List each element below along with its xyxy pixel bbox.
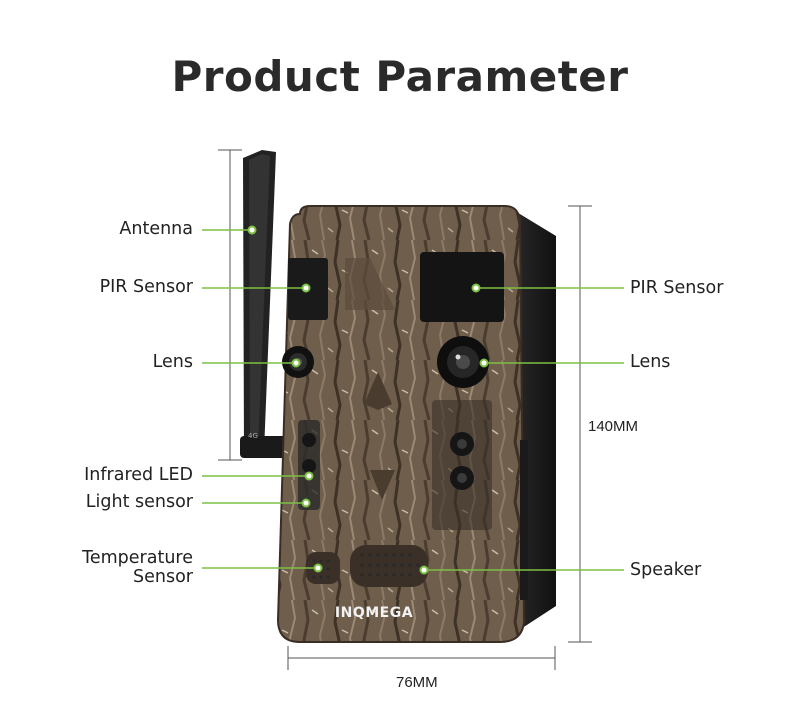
label-pir-sensor-left: PIR Sensor bbox=[99, 277, 193, 297]
page-title: Product Parameter bbox=[171, 52, 629, 101]
label-lens-left: Lens bbox=[152, 352, 193, 372]
label-infrared-led: Infrared LED bbox=[84, 465, 193, 485]
speaker-grille bbox=[350, 545, 428, 587]
label-pir-sensor-right: PIR Sensor bbox=[630, 278, 724, 298]
callout-dots bbox=[247, 225, 489, 575]
label-temperature-line2: Sensor bbox=[133, 567, 193, 587]
svg-text:4G: 4G bbox=[248, 432, 258, 440]
dimension-height: 140MM bbox=[588, 418, 639, 435]
temperature-grille bbox=[306, 552, 340, 584]
antenna-part: 4G bbox=[240, 150, 288, 458]
label-temperature-line1: Temperature bbox=[82, 548, 193, 568]
label-speaker: Speaker bbox=[630, 560, 702, 580]
label-temperature-sensor: Temperature Sensor bbox=[82, 549, 193, 587]
label-light-sensor: Light sensor bbox=[85, 492, 193, 512]
callout-lines bbox=[202, 229, 624, 571]
dimension-width: 76MM bbox=[396, 674, 438, 691]
label-antenna: Antenna bbox=[119, 219, 193, 239]
brand-logo: INQMEGA bbox=[335, 605, 413, 621]
label-lens-right: Lens bbox=[630, 352, 671, 372]
